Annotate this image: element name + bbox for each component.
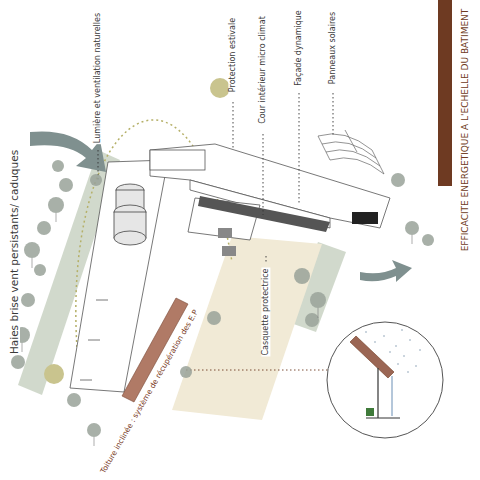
- title: EFFICACITE ENERGETIQUE A L'ECHELLE DU BA…: [460, 8, 470, 253]
- callout-label: Lumière et ventilation naturelles: [93, 12, 102, 144]
- hedge-label: Haies brise vent persistants/ caduques: [8, 149, 20, 355]
- callout-label: Panneaux solaires: [328, 11, 337, 85]
- callout-label: Protection estivale: [228, 17, 237, 93]
- callout-label: Façade dynamique: [294, 9, 303, 86]
- callout-label: Cour intérieur micro climat: [258, 15, 267, 125]
- callout-label: Casquette protectrice: [261, 268, 270, 357]
